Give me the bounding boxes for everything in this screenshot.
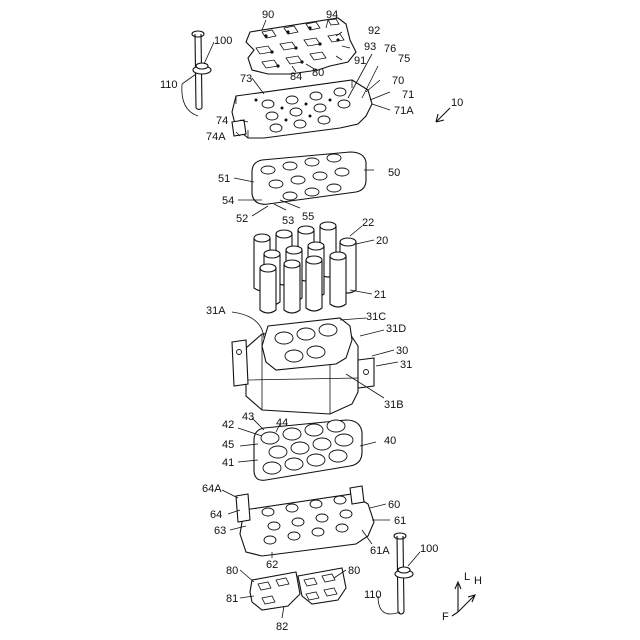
axis-label-F: F (442, 611, 449, 623)
reference-arrow-10 (436, 108, 450, 122)
label-31: 31 (400, 359, 412, 371)
upper-bolt-assembly (192, 31, 211, 110)
label-74A: 74A (206, 131, 226, 143)
label-74: 74 (216, 115, 228, 127)
label-94: 94 (326, 9, 338, 21)
label-20: 20 (376, 235, 388, 247)
label-62: 62 (266, 559, 278, 571)
label-51: 51 (218, 173, 230, 185)
holder-40 (254, 420, 362, 480)
label-55: 55 (302, 211, 314, 223)
label-31D: 31D (386, 323, 406, 335)
label-54: 54 (222, 195, 234, 207)
battery-cells-20 (254, 222, 356, 313)
label-40: 40 (384, 435, 396, 447)
label-60: 60 (388, 499, 400, 511)
label-82: 82 (276, 621, 288, 633)
upper-bus-bar-plate (246, 18, 356, 74)
label-110-top: 110 (160, 79, 178, 91)
label-63: 63 (214, 525, 226, 537)
label-10: 10 (451, 97, 463, 109)
label-64A: 64A (202, 483, 222, 495)
insulating-plate-50 (252, 152, 366, 204)
label-84: 84 (290, 71, 302, 83)
label-43: 43 (242, 411, 254, 423)
label-71: 71 (402, 89, 414, 101)
label-75: 75 (398, 53, 410, 65)
label-31C: 31C (366, 311, 386, 323)
label-22: 22 (362, 217, 374, 229)
label-91: 91 (354, 55, 366, 67)
label-80-top: 80 (312, 67, 324, 79)
label-70: 70 (392, 75, 404, 87)
cell-case-30 (232, 318, 374, 414)
label-50: 50 (388, 167, 400, 179)
axis-triad (452, 582, 475, 616)
label-71A: 71A (394, 105, 414, 117)
axis-label-H: H (474, 575, 482, 587)
label-76: 76 (384, 43, 396, 55)
label-31A: 31A (206, 305, 226, 317)
label-61A: 61A (370, 545, 390, 557)
label-31B: 31B (384, 399, 404, 411)
label-110-bottom: 110 (364, 589, 382, 601)
label-100-top: 100 (214, 35, 232, 47)
label-93: 93 (364, 41, 376, 53)
label-100-bottom: 100 (420, 543, 438, 555)
label-64: 64 (210, 509, 222, 521)
axis-label-L: L (464, 571, 470, 583)
label-52: 52 (236, 213, 248, 225)
label-80-right: 80 (348, 565, 360, 577)
lower-bus-bars (250, 568, 346, 610)
label-41: 41 (222, 457, 234, 469)
lower-holder-60 (236, 486, 374, 556)
label-42: 42 (222, 419, 234, 431)
lower-bolt-assembly (394, 533, 413, 614)
label-73: 73 (240, 73, 252, 85)
label-61: 61 (394, 515, 406, 527)
label-53: 53 (282, 215, 294, 227)
label-30: 30 (396, 345, 408, 357)
label-45: 45 (222, 439, 234, 451)
label-92: 92 (368, 25, 380, 37)
label-21: 21 (374, 289, 386, 301)
label-81: 81 (226, 593, 238, 605)
upper-holder-70 (232, 80, 372, 138)
label-90: 90 (262, 9, 274, 21)
label-80-left: 80 (226, 565, 238, 577)
label-44: 44 (276, 417, 288, 429)
